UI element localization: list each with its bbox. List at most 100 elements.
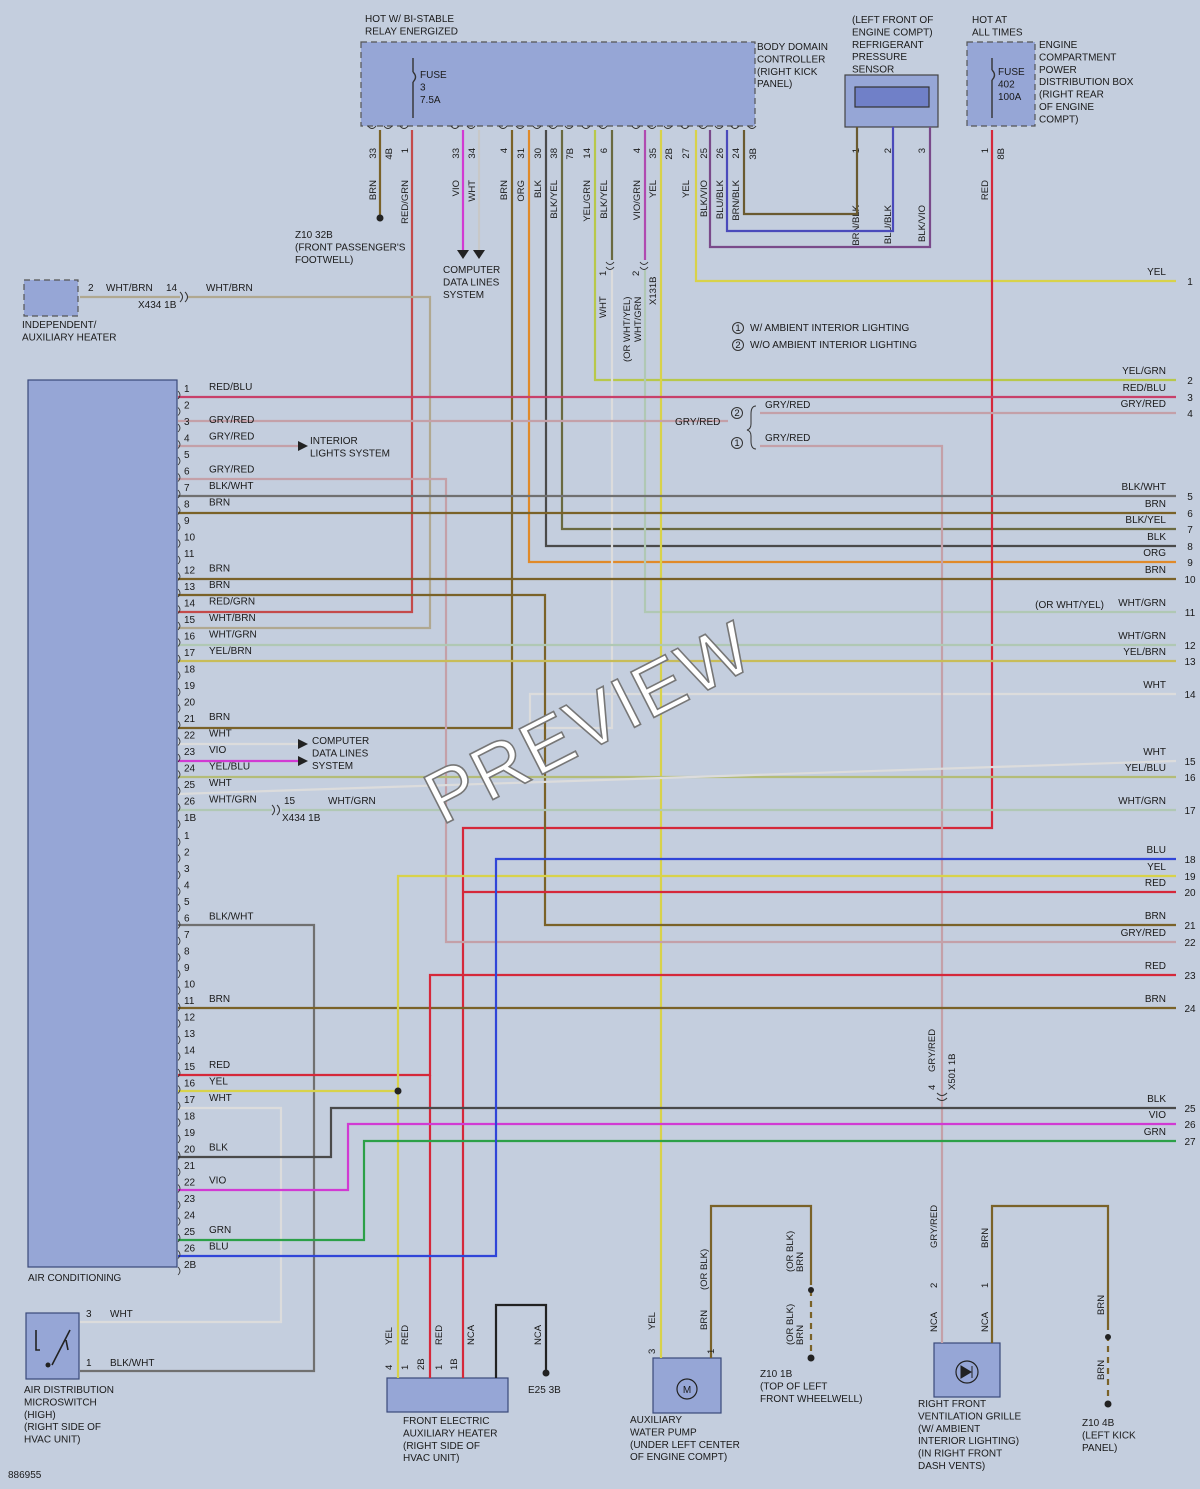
- rail-color: VIO: [1149, 1110, 1166, 1121]
- ac-pin-number: 10: [184, 980, 196, 991]
- fuse402-label: 100A: [998, 92, 1022, 103]
- microswitch-label: (RIGHT SIDE OF: [24, 1422, 101, 1433]
- rail-number: 12: [1184, 641, 1196, 652]
- bdc-pin-color: RED/GRN: [400, 180, 411, 224]
- pin-connector: [564, 125, 574, 129]
- pin-connector: [177, 1217, 181, 1226]
- wire-label: BLK/WHT: [110, 1358, 154, 1369]
- rail-number: 9: [1187, 558, 1193, 569]
- ac-pin-color: WHT: [209, 778, 232, 789]
- pin-connector: [177, 753, 181, 763]
- bdc-pin-number: 33: [368, 148, 379, 159]
- bdc-label: (RIGHT KICK: [757, 67, 818, 78]
- pin-label: 1: [86, 1358, 92, 1369]
- legend-num: 1: [735, 323, 740, 334]
- rail-color: YEL/BLU: [1125, 763, 1166, 774]
- wire-brn-rail21: [178, 593, 1176, 927]
- switch-icon: [35, 1329, 71, 1366]
- pin-connector: [177, 1233, 181, 1243]
- pin-connector: [177, 1019, 181, 1028]
- ac-pin-color: YEL/BRN: [209, 646, 252, 657]
- wire-blu-rail18: [178, 857, 1176, 1258]
- pin-connector: [177, 687, 181, 697]
- wire-brnblk-sensor1: [742, 127, 859, 216]
- bdc-pin-number: 34: [467, 148, 478, 159]
- ac-pin-color: RED/BLU: [209, 382, 252, 393]
- vent-label: (IN RIGHT FRONT: [918, 1449, 1002, 1460]
- pin-connector: [177, 920, 181, 929]
- ac-pin-number: 8: [184, 947, 190, 958]
- rail-number: 23: [1184, 971, 1196, 982]
- ac-pin-color: WHT/GRN: [209, 795, 257, 806]
- z10-1b-label: (TOP OF LEFT: [760, 1381, 827, 1392]
- ac-pin-color: BLU: [209, 1242, 228, 1253]
- rail-color: BRN: [1145, 911, 1166, 922]
- rail-number: 10: [1184, 575, 1196, 586]
- pump-label: (UNDER LEFT CENTER: [630, 1440, 740, 1451]
- ac-pin-number: 23: [184, 1194, 196, 1205]
- pin-connector: [177, 1101, 181, 1111]
- wire-label: GRY/RED: [927, 1029, 938, 1072]
- wire-label: (OR BLK): [785, 1231, 796, 1272]
- vent-label: DASH VENTS): [918, 1461, 985, 1472]
- hot-all-times-label: HOT AT: [972, 15, 1007, 26]
- ac-pin-number: 9: [184, 963, 190, 974]
- pin-label: 2: [631, 271, 642, 276]
- z10-32b-label: FOOTWELL): [295, 255, 353, 266]
- bdc-pin-number: 25: [699, 148, 710, 159]
- cdl-ac-label: COMPUTER: [312, 736, 369, 747]
- z10-4b-label: Z10 4B: [1082, 1418, 1115, 1429]
- ac-pin-number: 25: [184, 780, 196, 791]
- rail-number: 4: [1187, 409, 1193, 420]
- ac-pin-color: BRN: [209, 564, 230, 575]
- fuse3-label: 3: [420, 82, 426, 93]
- z10-4b-label: PANEL): [1082, 1443, 1117, 1454]
- bdc-pin-color: WHT: [467, 180, 478, 202]
- ac-pin-number: 4: [184, 881, 190, 892]
- ac-pin-number: 18: [184, 1112, 196, 1123]
- ac-pin-color: BRN: [209, 994, 230, 1005]
- option-num: 2: [734, 408, 739, 419]
- ac-pin-color: YEL: [209, 1077, 228, 1088]
- cdl-ac-label: DATA LINES: [312, 748, 369, 759]
- ac-pin-number: 14: [184, 1046, 196, 1057]
- motor-icon: [676, 1378, 698, 1400]
- rail-number: 5: [1187, 492, 1193, 503]
- rail-color: GRY/RED: [1121, 928, 1166, 939]
- feah-pin-color: YEL: [384, 1327, 395, 1345]
- rail-color: WHT/GRN: [1118, 598, 1166, 609]
- microswitch-box: [25, 1312, 80, 1380]
- feah-pin-number: 2B: [416, 1358, 427, 1370]
- arrow-icon: [298, 756, 308, 766]
- ac-pin-number: 26: [184, 1244, 196, 1255]
- sensor-pin-color: BLK/VIO: [917, 205, 928, 242]
- wire-label: GRY/RED: [765, 400, 810, 411]
- ac-pin-color: GRY/RED: [209, 415, 254, 426]
- ac-pin-color: RED: [209, 1060, 230, 1071]
- pin-label: 15: [284, 796, 296, 807]
- rail-number: 13: [1184, 657, 1196, 668]
- wire-label: BRN: [795, 1325, 806, 1345]
- ground-dot: [376, 214, 384, 222]
- ac-pin-number: 11: [184, 996, 195, 1007]
- rail-color: WHT: [1143, 680, 1166, 691]
- ac-pin-color: VIO: [209, 1176, 226, 1187]
- fuse402-label: FUSE: [998, 67, 1025, 78]
- bdc-pin-color: BRN: [368, 180, 379, 200]
- ac-pin-number: 20: [184, 1145, 196, 1156]
- pin-connector: [177, 803, 181, 812]
- ac-pin-color: BLK/WHT: [209, 912, 253, 923]
- rail-number: 2: [1187, 376, 1193, 387]
- wire-label: WHT: [110, 1309, 133, 1320]
- bdc-label: CONTROLLER: [757, 54, 825, 65]
- pump-box: [652, 1357, 722, 1414]
- ac-pin-number: 13: [184, 582, 196, 593]
- epdb-label: ENGINE: [1039, 40, 1078, 51]
- z10-1b-label: FRONT WHEELWELL): [760, 1394, 862, 1405]
- wire-grn-rail27: [178, 1139, 1176, 1242]
- ac-pin-number: 3: [184, 864, 190, 875]
- wire-label: WHT: [598, 296, 609, 318]
- ac-module-box: [27, 379, 178, 1268]
- epdb-label: POWER: [1039, 65, 1077, 76]
- sensor-label: ENGINE COMPT): [852, 27, 933, 38]
